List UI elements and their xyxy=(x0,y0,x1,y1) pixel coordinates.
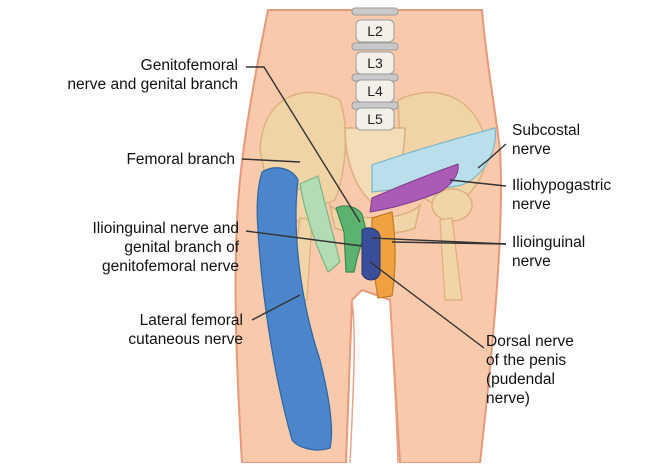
label-dorsal-nerve-line-1: Dorsal nerve xyxy=(486,332,574,351)
label-dorsal-nerve-line-4: nerve) xyxy=(486,389,574,408)
label-ilioinguinal-genital-line-1: Ilioinguinal nerve and xyxy=(93,219,240,238)
label-ilioinguinal-genital-line-3: genitofemoral nerve xyxy=(93,257,240,276)
label-genitofemoral-nerve: Genitofemoral nerve and genital branch xyxy=(67,56,238,94)
label-dorsal-nerve-line-3: (pudendal xyxy=(486,370,574,389)
label-ilioinguinal-genital-branch: Ilioinguinal nerve and genital branch of… xyxy=(93,219,240,276)
label-genitofemoral-line-2: nerve and genital branch xyxy=(67,75,238,94)
label-dorsal-nerve-penis: Dorsal nerve of the penis (pudendal nerv… xyxy=(486,332,574,408)
vertebra-label-l4: L4 xyxy=(367,83,383,99)
label-subcostal-line-2: nerve xyxy=(512,140,580,159)
label-ilioinguinal-line-2: nerve xyxy=(512,252,585,271)
label-lateral-femoral-cutaneous: Lateral femoral cutaneous nerve xyxy=(128,311,243,349)
label-dorsal-nerve-line-2: of the penis xyxy=(486,351,574,370)
label-femoral-branch-line-1: Femoral branch xyxy=(126,150,235,169)
right-hip-joint xyxy=(432,189,472,221)
label-iliohypogastric-nerve: Iliohypogastric nerve xyxy=(512,176,611,214)
label-femoral-branch: Femoral branch xyxy=(126,150,235,169)
label-iliohypogastric-line-1: Iliohypogastric xyxy=(512,176,611,195)
lumbar-spine: L2 L3 L4 L5 xyxy=(352,8,398,130)
label-iliohypogastric-line-2: nerve xyxy=(512,195,611,214)
label-lateral-femoral-line-2: cutaneous nerve xyxy=(128,330,243,349)
vertebra-label-l3: L3 xyxy=(367,55,383,71)
label-subcostal-nerve: Subcostal nerve xyxy=(512,121,580,159)
label-subcostal-line-1: Subcostal xyxy=(512,121,580,140)
vertebra-label-l2: L2 xyxy=(367,23,383,39)
label-ilioinguinal-genital-line-2: genital branch of xyxy=(93,238,240,257)
label-ilioinguinal-line-1: Ilioinguinal xyxy=(512,233,585,252)
label-ilioinguinal-nerve: Ilioinguinal nerve xyxy=(512,233,585,271)
label-lateral-femoral-line-1: Lateral femoral xyxy=(128,311,243,330)
thigh-crease xyxy=(350,300,398,463)
label-genitofemoral-line-1: Genitofemoral xyxy=(67,56,238,75)
dorsal-nerve-penis-region xyxy=(362,228,380,280)
vertebra-label-l5: L5 xyxy=(367,111,383,127)
